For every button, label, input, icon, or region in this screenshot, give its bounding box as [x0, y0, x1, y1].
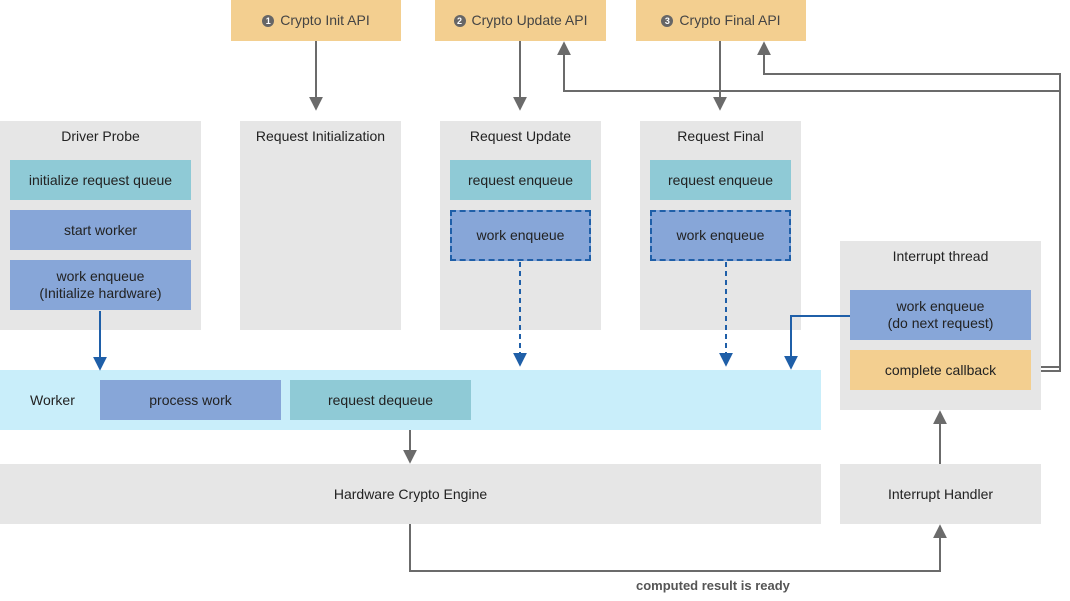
update-request-enqueue-box: request enqueue — [450, 160, 591, 200]
worker-band: Worker process work request dequeue — [0, 370, 821, 430]
interrupt-handler: Interrupt Handler — [840, 464, 1041, 524]
complete-callback-box: complete callback — [850, 350, 1031, 390]
crypto-init-api-label: Crypto Init API — [280, 12, 370, 28]
crypto-final-api: 3 Crypto Final API — [636, 0, 806, 41]
initialize-request-queue-box: initialize request queue — [10, 160, 191, 200]
request-update-title: Request Update — [469, 128, 572, 144]
computed-result-note: computed result is ready — [636, 578, 790, 593]
process-work-box: process work — [100, 380, 281, 420]
final-work-enqueue-box: work enqueue — [650, 210, 791, 261]
request-update-group: Request Update request enqueue work enqu… — [440, 121, 601, 330]
request-dequeue-box: request dequeue — [290, 380, 471, 420]
step-2-badge: 2 — [453, 14, 466, 27]
work-enqueue-init-hw-box: work enqueue (Initialize hardware) — [10, 260, 191, 310]
arrow-callback-to-update-api — [557, 41, 1061, 372]
worker-label: Worker — [30, 391, 75, 408]
arrow-engine-to-interrupt-handler — [409, 524, 947, 572]
interrupt-thread-group: Interrupt thread work enqueue (do next r… — [840, 241, 1041, 410]
arrow-callback-to-final-api — [757, 41, 1061, 368]
request-initialization-group: Request Initialization — [240, 121, 401, 330]
final-request-enqueue-box: request enqueue — [650, 160, 791, 200]
work-enqueue-next-request-box: work enqueue (do next request) — [850, 290, 1031, 340]
request-final-title: Request Final — [677, 128, 764, 144]
arrow-next-request-to-worker — [784, 315, 850, 370]
crypto-update-api-label: Crypto Update API — [471, 12, 588, 28]
driver-probe-group: Driver Probe initialize request queue st… — [0, 121, 201, 330]
start-worker-box: start worker — [10, 210, 191, 250]
hardware-crypto-engine: Hardware Crypto Engine — [0, 464, 821, 524]
crypto-init-api: 1 Crypto Init API — [231, 0, 401, 41]
step-1-badge: 1 — [262, 14, 275, 27]
crypto-update-api: 2 Crypto Update API — [435, 0, 606, 41]
request-initialization-title: Request Initialization — [255, 128, 386, 144]
step-3-badge: 3 — [661, 14, 674, 27]
request-final-group: Request Final request enqueue work enque… — [640, 121, 801, 330]
crypto-final-api-label: Crypto Final API — [679, 12, 781, 28]
update-work-enqueue-box: work enqueue — [450, 210, 591, 261]
interrupt-thread-title: Interrupt thread — [892, 248, 989, 264]
driver-probe-title: Driver Probe — [61, 128, 140, 144]
